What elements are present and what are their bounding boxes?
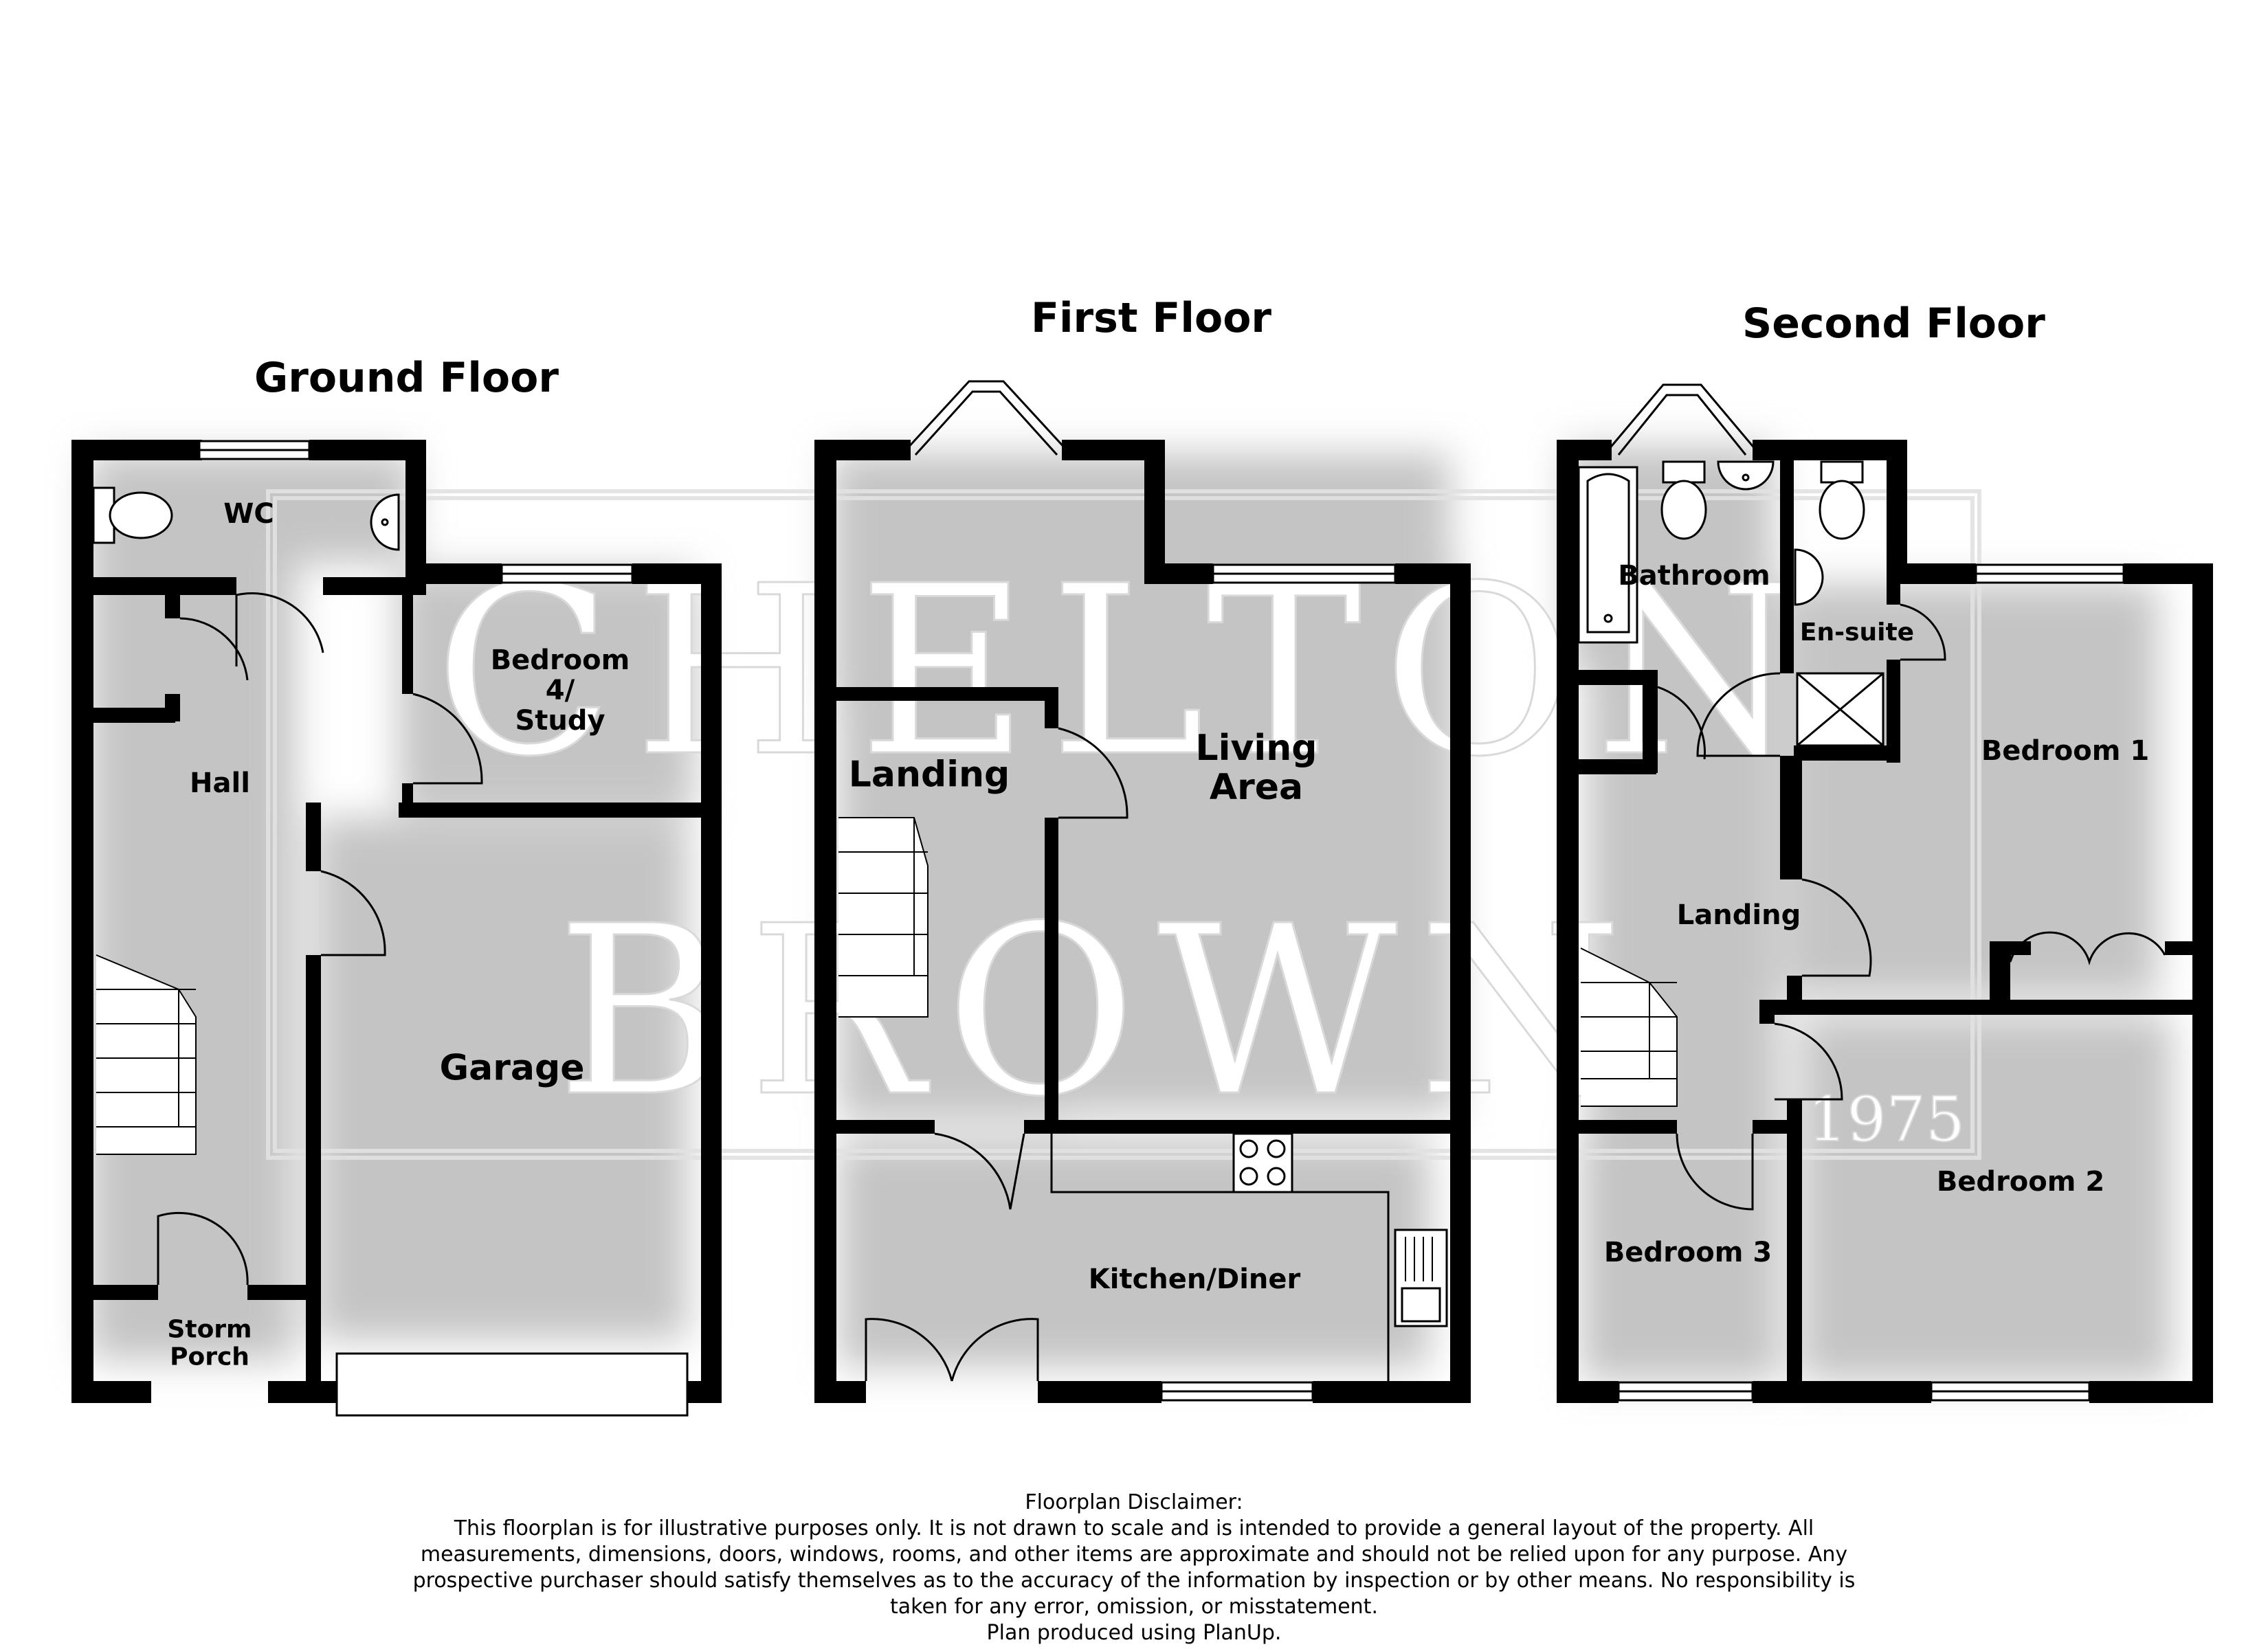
ground-floor-doors [157,592,483,1286]
ground-floor-title: Ground Floor [254,354,559,402]
second-floor-windows [1617,563,2125,1402]
room-label-bedroom2: Bedroom 2 [1936,1166,2105,1198]
floorplan-disclaimer: Floorplan Disclaimer: This floorplan is … [309,1490,1959,1646]
room-label-hall: Hall [190,767,250,799]
watermark-line2: BROWN [556,876,1643,1148]
room-label-living-area: Living Area [1195,727,1318,808]
watermark-year: 1975 [1808,1084,1965,1156]
second-floor-walls [1557,440,2213,1403]
disclaimer-line: prospective purchaser should satisfy the… [412,1569,1856,1593]
first-floor-walls [814,440,1471,1403]
first-floor-fixtures [838,817,1448,1381]
disclaimer-heading: Floorplan Disclaimer: [1025,1490,1243,1514]
room-label-bedroom4-study: Bedroom 4/ Study [490,644,630,737]
room-label-second-landing: Landing [1676,899,1801,931]
room-label-en-suite: En-suite [1799,618,1915,647]
ground-floor-walls [71,440,722,1403]
ground-floor-fixtures [92,486,400,1155]
first-floor-title: First Floor [1031,294,1272,342]
first-floor-bay-window [904,380,1068,456]
first-floor-doors [865,727,1129,1382]
second-floor-title: Second Floor [1742,300,2045,348]
room-label-storm-porch: Storm Porch [167,1315,252,1371]
disclaimer-credit: Plan produced using PlanUp. [986,1621,1282,1645]
second-floor-doors [1657,603,2166,1211]
room-label-first-landing: Landing [848,754,1010,796]
ground-floor-windows [198,440,689,1417]
agency-watermark [266,489,1981,1160]
room-label-garage: Garage [439,1047,585,1089]
first-floor-windows [1160,563,1397,1402]
room-label-kitchen-diner: Kitchen/Diner [1088,1264,1301,1295]
second-floor-fixtures [1577,460,1885,1107]
disclaimer-line: measurements, dimensions, doors, windows… [420,1543,1848,1567]
room-label-bathroom: Bathroom [1618,560,1770,592]
second-floor-bay-window [1607,383,1757,456]
disclaimer-line: This floorplan is for illustrative purpo… [454,1516,1814,1540]
room-label-bedroom1: Bedroom 1 [1981,735,2150,767]
room-label-bedroom3: Bedroom 3 [1603,1237,1772,1268]
room-label-wc: WC [223,498,274,530]
disclaimer-line: taken for any error, omission, or missta… [890,1595,1378,1619]
